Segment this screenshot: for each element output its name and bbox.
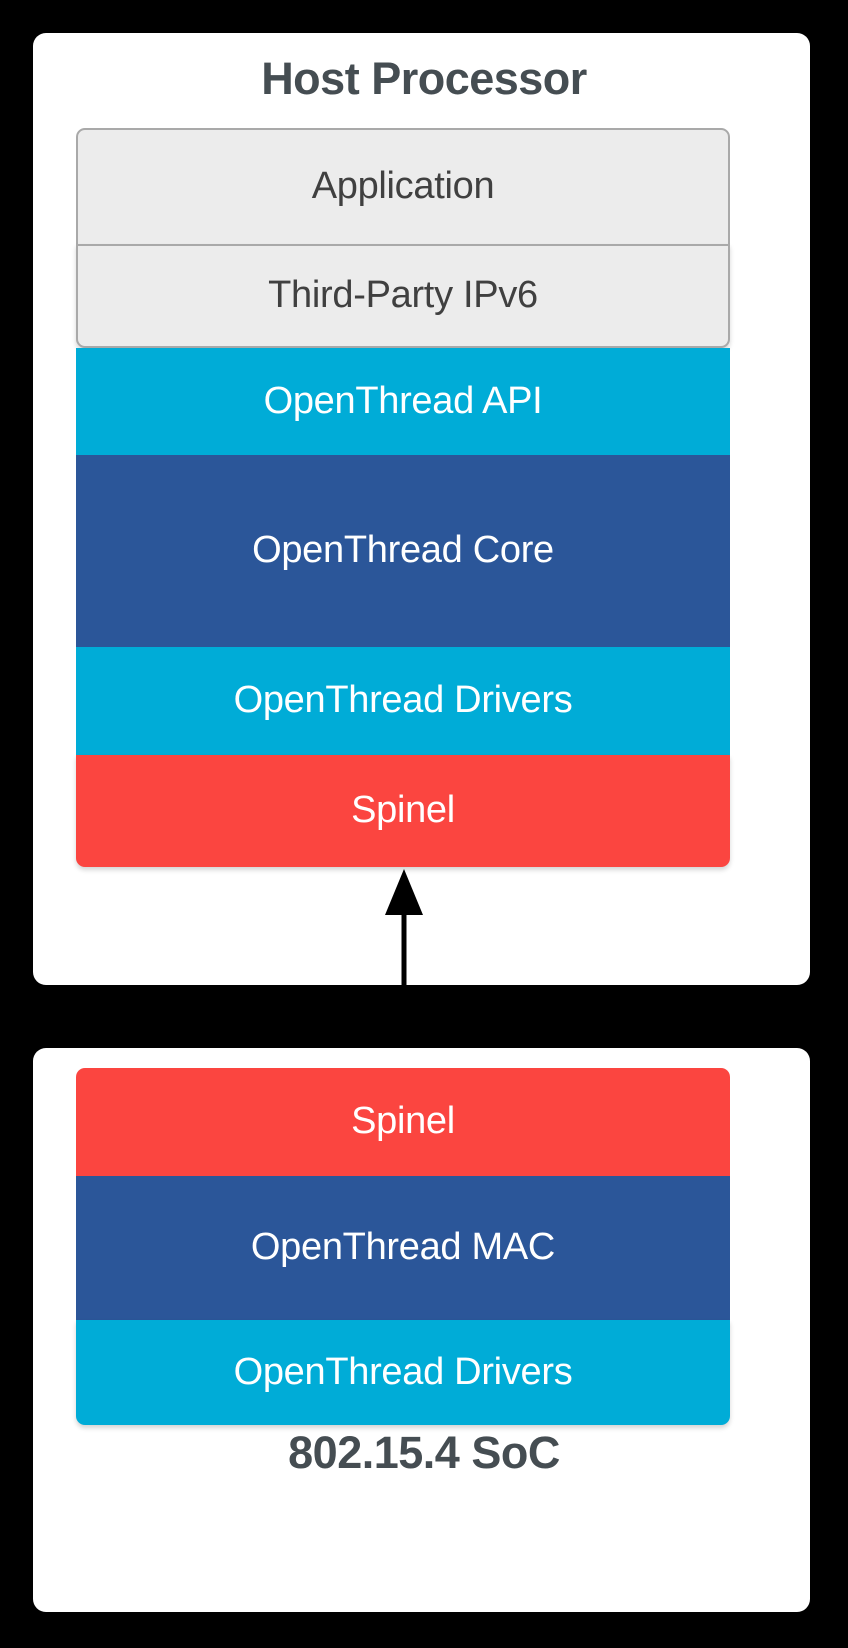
layer-spinel-host: Spinel	[76, 755, 730, 867]
layer-openthread-drivers-soc-label: OpenThread Drivers	[233, 1350, 573, 1393]
layer-openthread-core: OpenThread Core	[76, 455, 730, 647]
layer-application-label: Application	[311, 165, 495, 208]
host-processor-title: Host Processor	[261, 53, 587, 104]
layer-openthread-drivers-soc: OpenThread Drivers	[76, 1320, 730, 1425]
layer-openthread-mac-label: OpenThread MAC	[250, 1226, 556, 1269]
layer-openthread-drivers-host: OpenThread Drivers	[76, 647, 730, 755]
layer-spinel-soc-label: Spinel	[351, 1100, 455, 1143]
layer-spinel-soc: Spinel	[76, 1068, 730, 1176]
layer-openthread-mac: OpenThread MAC	[76, 1176, 730, 1320]
soc-title: 802.15.4 SoC	[288, 1427, 560, 1478]
layer-third-party-ipv6: Third-Party IPv6	[76, 244, 730, 348]
layer-application: Application	[76, 128, 730, 246]
layer-openthread-api: OpenThread API	[76, 348, 730, 455]
layer-openthread-drivers-host-label: OpenThread Drivers	[233, 679, 573, 722]
layer-openthread-core-label: OpenThread Core	[252, 529, 554, 572]
layer-spinel-host-label: Spinel	[351, 789, 455, 832]
layer-third-party-ipv6-label: Third-Party IPv6	[268, 274, 538, 317]
layer-openthread-api-label: OpenThread API	[263, 379, 543, 422]
